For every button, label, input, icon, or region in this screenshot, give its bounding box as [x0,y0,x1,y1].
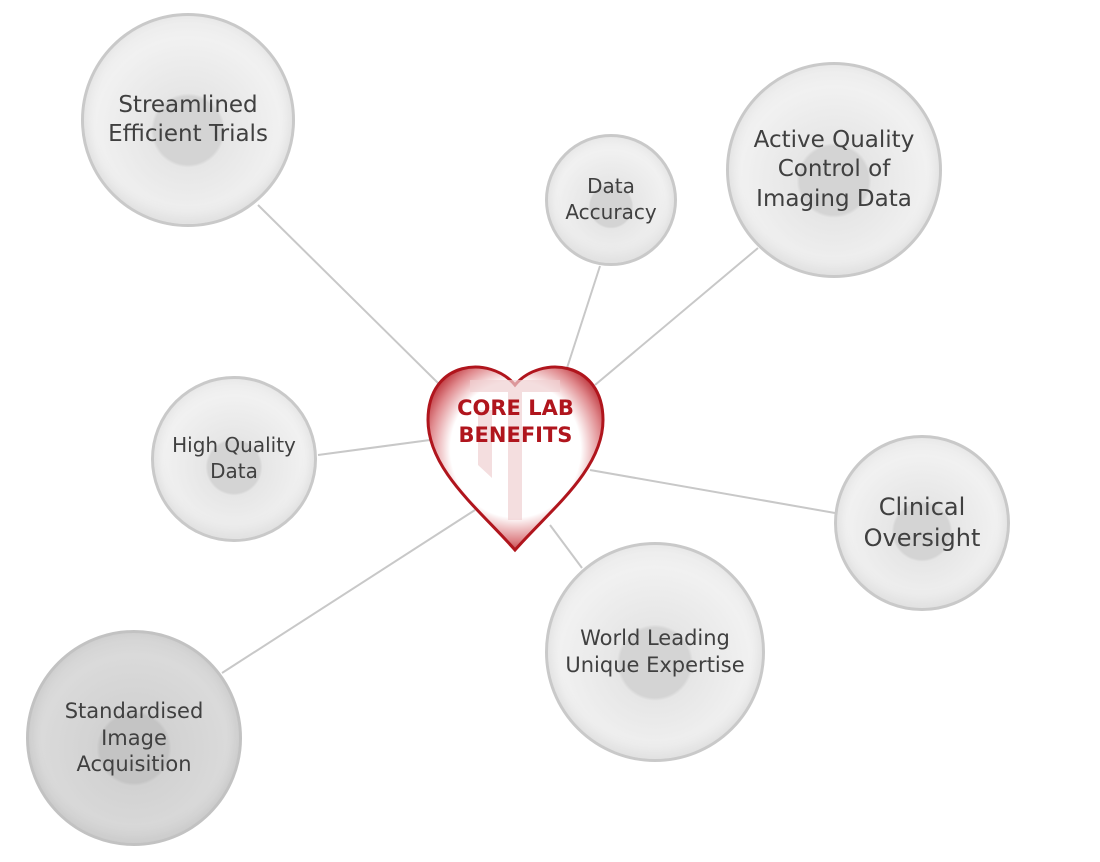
connector-high-quality [317,439,431,456]
connector-active-quality [594,247,759,386]
node-standardised-image-acquisition: Standardised Image Acquisition [26,630,242,846]
center-title: CORE LAB BENEFITS [457,396,574,447]
connector-clinical [589,469,836,514]
connector-standardised [221,509,476,674]
connector-data-accuracy [566,265,601,369]
node-active-quality-control: Active Quality Control of Imaging Data [726,62,942,278]
node-high-quality-data: High Quality Data [151,376,317,542]
connector-streamlined [257,204,441,386]
connector-world-leading [549,524,583,569]
node-streamlined-efficient-trials: Streamlined Efficient Trials [81,13,295,227]
node-world-leading-expertise: World Leading Unique Expertise [545,542,765,762]
node-data-accuracy: Data Accuracy [545,134,677,266]
node-clinical-oversight: Clinical Oversight [834,435,1010,611]
heart-icon [426,365,605,553]
